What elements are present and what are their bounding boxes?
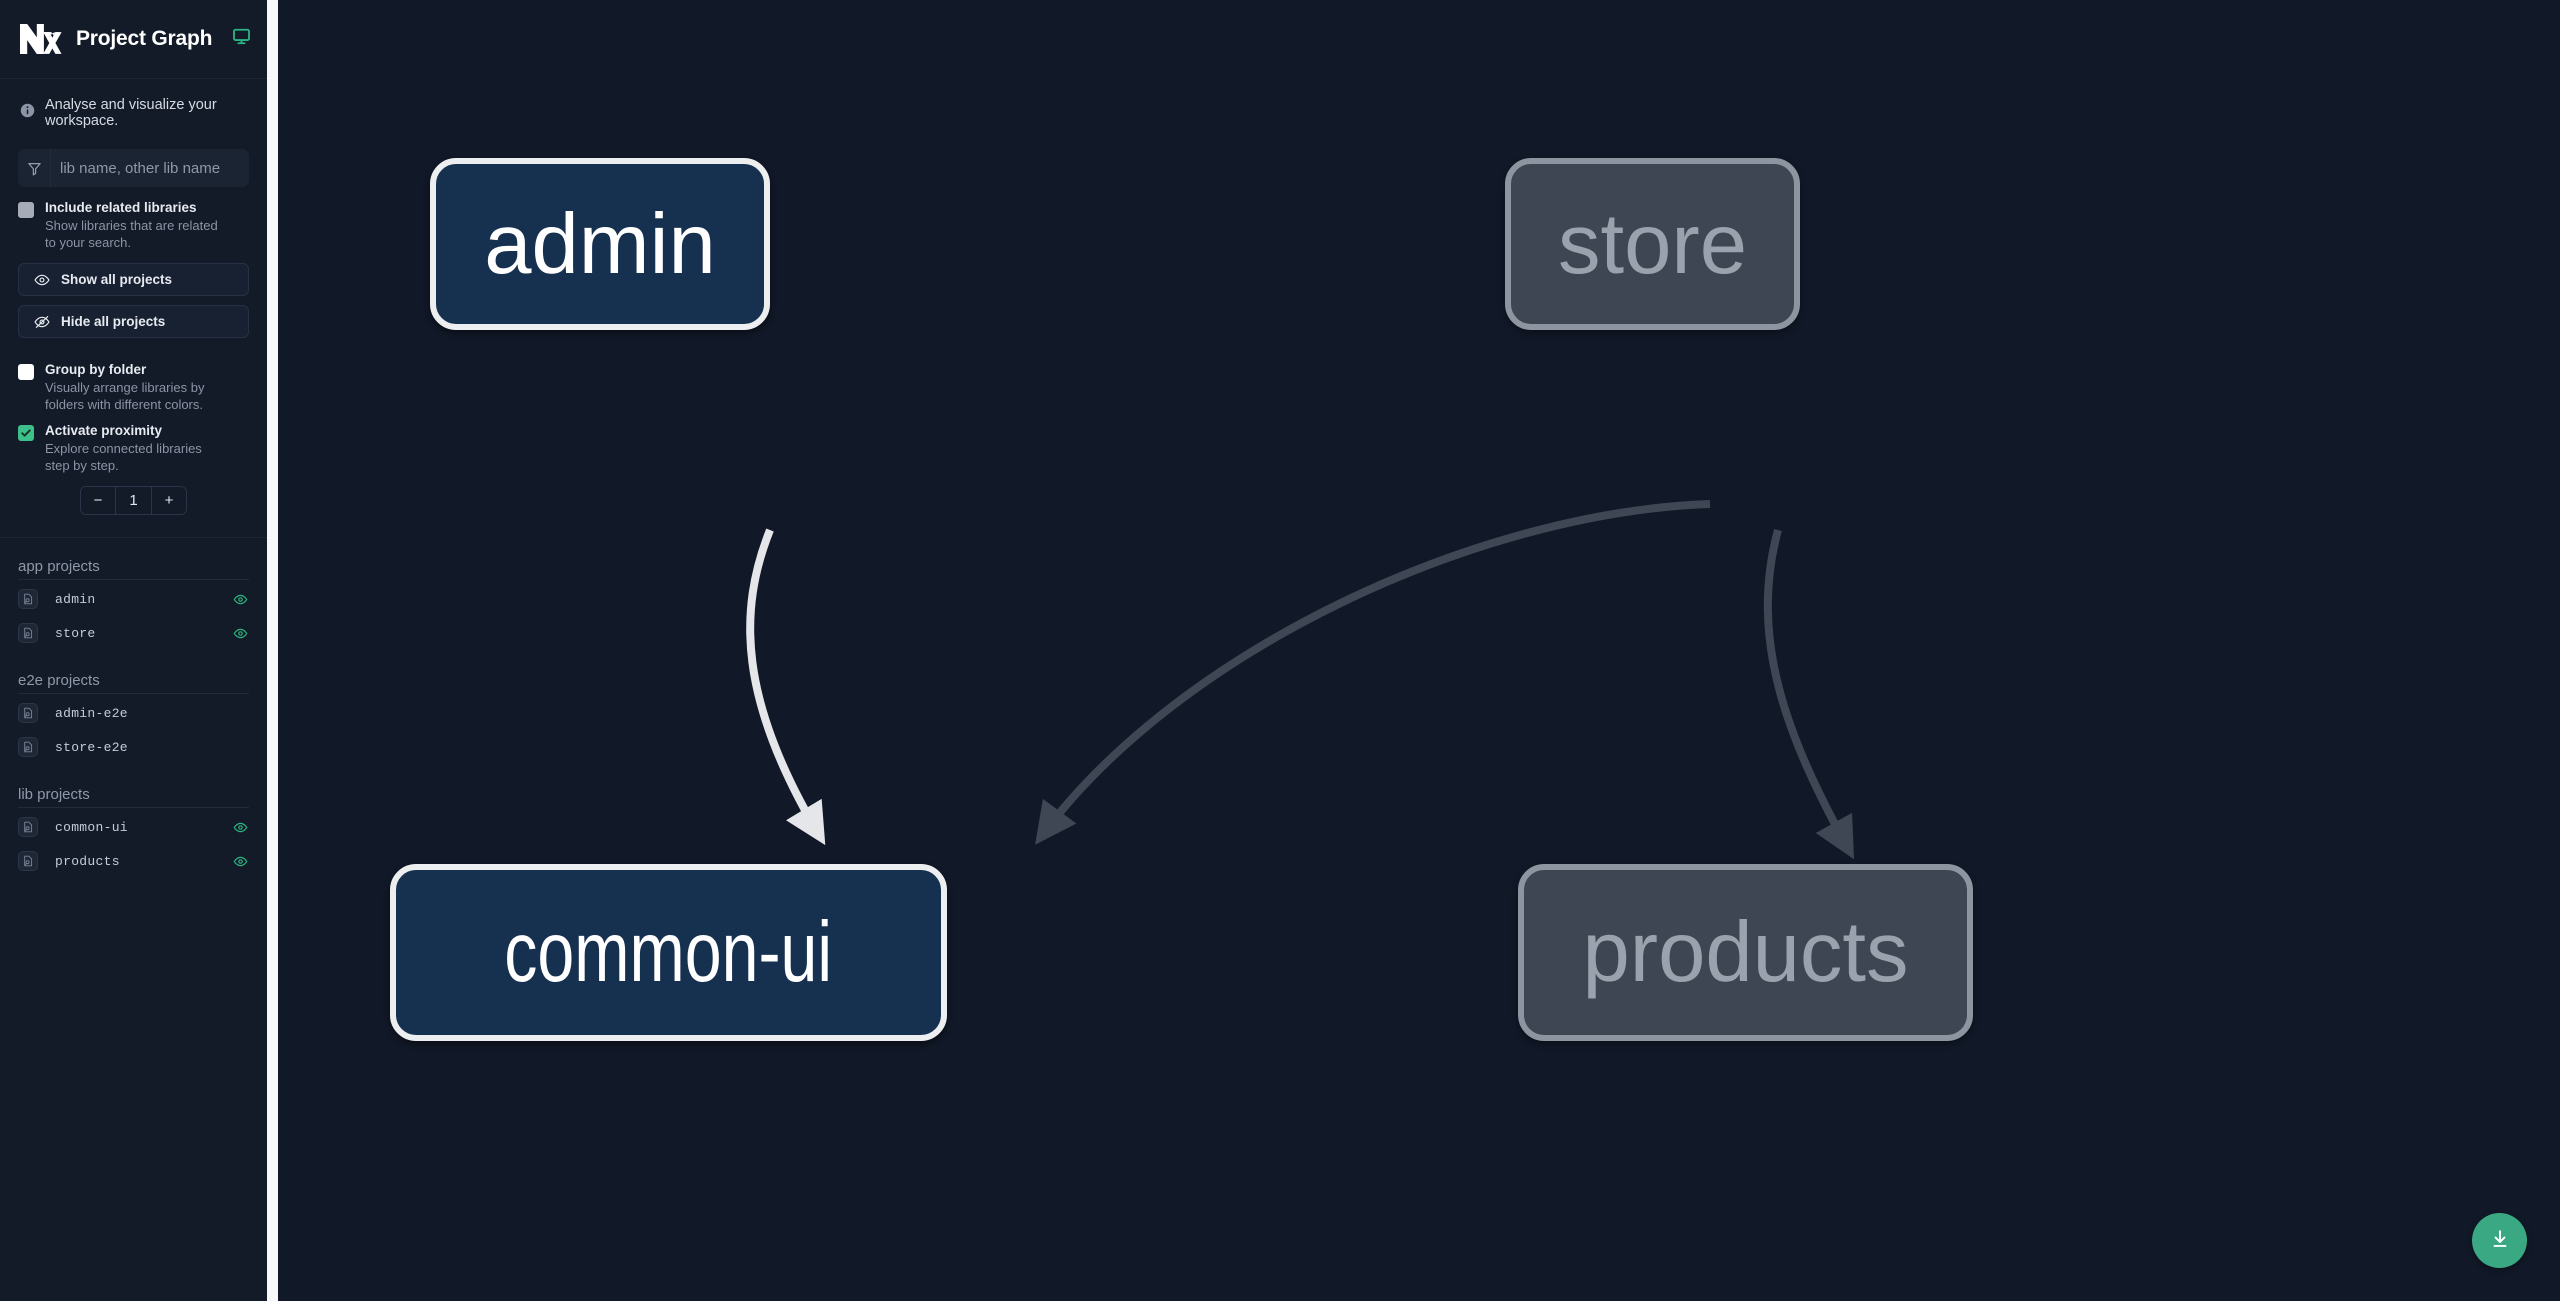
page-title: Project Graph	[76, 27, 213, 50]
project-visibility-eye-icon[interactable]	[231, 854, 249, 869]
graph-node-admin[interactable]: admin	[430, 158, 770, 330]
monitor-icon[interactable]	[232, 27, 251, 51]
project-row-products[interactable]: products	[18, 844, 249, 878]
graph-node-products[interactable]: products	[1518, 864, 1973, 1041]
sidebar: Project Graph Analyse and visualize your…	[0, 0, 267, 1301]
project-file-icon	[18, 817, 38, 837]
group-title: app projects	[18, 558, 100, 575]
search-field[interactable]	[18, 149, 249, 187]
graph-node-store[interactable]: store	[1505, 158, 1800, 330]
checkbox-activate-proximity[interactable]	[18, 425, 34, 441]
nx-logo-icon	[18, 19, 62, 59]
project-group-lib-projects: lib projects common-ui	[0, 786, 267, 878]
proximity-value: 1	[115, 487, 152, 514]
sidebar-resize-handle[interactable]	[267, 0, 278, 1301]
project-visibility-eye-icon[interactable]	[231, 820, 249, 835]
sidebar-divider	[0, 537, 267, 538]
search-input[interactable]	[51, 149, 249, 187]
project-group-app-projects: app projects admin	[0, 538, 267, 650]
option-title: Include related libraries	[45, 200, 197, 215]
project-row-store[interactable]: store	[18, 616, 249, 650]
eye-off-icon	[34, 314, 50, 330]
project-visibility-eye-icon[interactable]	[231, 626, 249, 641]
project-name: admin-e2e	[55, 705, 128, 721]
option-desc: Show libraries that are related to your …	[45, 218, 218, 250]
tagline-text: Analyse and visualize your workspace.	[45, 97, 217, 129]
group-title: e2e projects	[18, 672, 100, 689]
tagline-row: Analyse and visualize your workspace.	[0, 79, 267, 139]
show-all-projects-button[interactable]: Show all projects	[18, 263, 249, 296]
info-icon	[20, 103, 35, 123]
graph-node-common-ui[interactable]: common-ui	[390, 864, 947, 1041]
group-title: lib projects	[18, 786, 90, 803]
option-title: Activate proximity	[45, 423, 163, 438]
visibility-buttons: Show all projects Hide all projects	[0, 251, 267, 338]
project-group-e2e-projects: e2e projects admin-e2e	[0, 672, 267, 764]
option-desc: Visually arrange libraries by folders wi…	[45, 380, 205, 412]
project-row-admin-e2e[interactable]: admin-e2e	[18, 696, 249, 730]
checkbox-include-related-libraries[interactable]	[18, 202, 34, 218]
hide-all-projects-label: Hide all projects	[61, 314, 166, 329]
project-file-icon	[18, 737, 38, 757]
hide-all-projects-button[interactable]: Hide all projects	[18, 305, 249, 338]
download-image-button[interactable]	[2472, 1213, 2527, 1268]
project-file-icon	[18, 589, 38, 609]
filter-block	[0, 139, 267, 187]
project-row-common-ui[interactable]: common-ui	[18, 810, 249, 844]
edge-admin-to-common-ui	[746, 528, 826, 846]
graph-node-label: products	[1582, 905, 1909, 1000]
project-row-admin[interactable]: admin	[18, 582, 249, 616]
project-name: store	[55, 625, 96, 641]
checkbox-group-by-folder[interactable]	[18, 364, 34, 380]
download-icon	[2489, 1228, 2511, 1253]
project-file-icon	[18, 623, 38, 643]
project-row-store-e2e[interactable]: store-e2e	[18, 730, 249, 764]
group-rule	[18, 807, 249, 808]
group-rule	[18, 579, 249, 580]
proximity-decrement-button[interactable]: −	[81, 487, 115, 514]
graph-canvas[interactable]: admin store common-ui products	[278, 0, 2560, 1301]
project-visibility-eye-icon[interactable]	[231, 592, 249, 607]
option-activate-proximity[interactable]: Activate proximity Explore connected lib…	[0, 413, 267, 474]
project-name: common-ui	[55, 819, 128, 835]
option-desc: Explore connected libraries step by step…	[45, 441, 202, 473]
sidebar-header: Project Graph	[0, 0, 267, 79]
proximity-stepper: − 1 +	[80, 486, 187, 515]
sidebar-scroll: Include related libraries Show libraries…	[0, 139, 267, 1301]
graph-node-label: admin	[484, 196, 716, 292]
project-file-icon	[18, 703, 38, 723]
filter-icon	[18, 149, 51, 187]
show-all-projects-label: Show all projects	[61, 272, 173, 287]
option-title: Group by folder	[45, 362, 147, 377]
edge-store-to-products	[1763, 528, 1855, 860]
eye-icon	[34, 272, 50, 288]
project-file-icon	[18, 851, 38, 871]
graph-edges	[746, 500, 1855, 860]
group-rule	[18, 693, 249, 694]
edge-store-to-common-ui	[1035, 500, 1711, 845]
option-group-by-folder[interactable]: Group by folder Visually arrange librari…	[0, 338, 267, 413]
project-name: store-e2e	[55, 739, 128, 755]
project-name: admin	[55, 591, 96, 607]
graph-node-label: store	[1558, 196, 1747, 292]
proximity-stepper-wrap: − 1 +	[0, 474, 267, 515]
graph-node-label: common-ui	[504, 905, 833, 1000]
project-name: products	[55, 853, 120, 869]
proximity-increment-button[interactable]: +	[152, 487, 186, 514]
option-include-related-libraries[interactable]: Include related libraries Show libraries…	[0, 187, 267, 251]
